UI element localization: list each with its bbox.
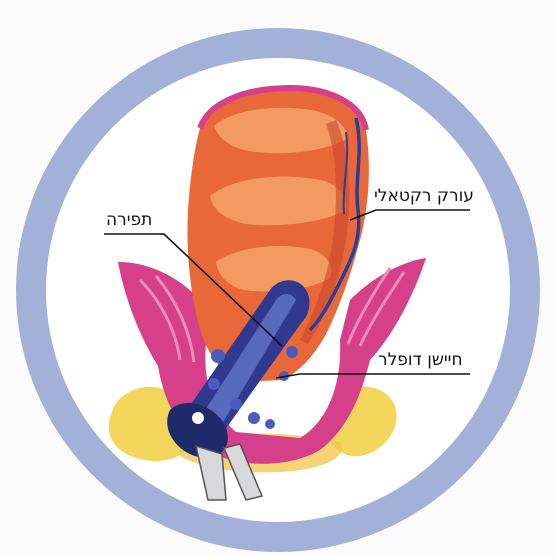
label-doppler-sensor: חיישן דופלר bbox=[378, 350, 463, 370]
label-suture: תפירה bbox=[106, 210, 152, 230]
device-base-light bbox=[192, 412, 204, 424]
label-rectal-vessel: עורק רקטאלי bbox=[374, 186, 474, 206]
